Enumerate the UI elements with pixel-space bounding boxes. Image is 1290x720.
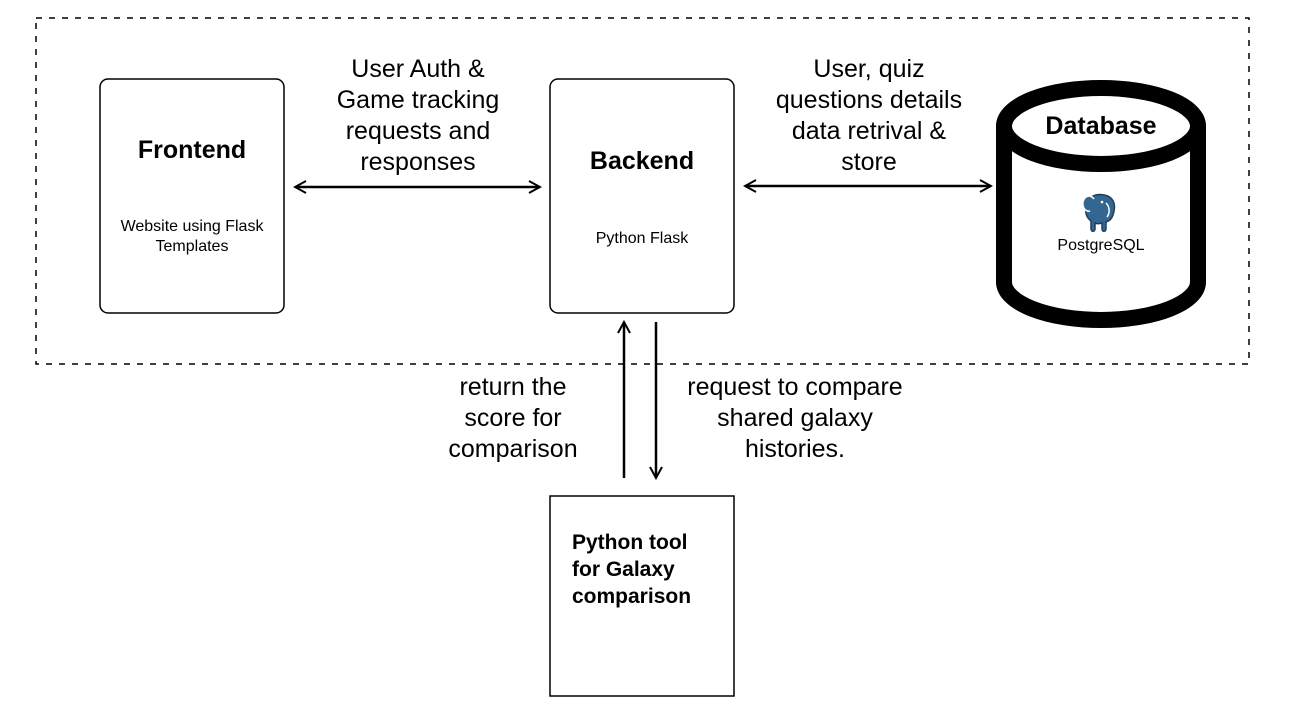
- database-title: Database: [1045, 112, 1157, 140]
- frontend-node: [99, 78, 285, 314]
- tool-to-backend-label: return the score for comparison: [448, 373, 578, 463]
- python-tool-node: [549, 495, 735, 697]
- backend-title: Backend: [589, 147, 695, 175]
- database-node: [996, 80, 1206, 328]
- frontend-subtitle: Website using Flask Templates: [120, 218, 264, 255]
- backend-database-label: User, quiz questions details data retriv…: [775, 55, 963, 176]
- database-cylinder-top: [996, 80, 1206, 172]
- python-tool-title: Python tool for Galaxy comparison: [572, 531, 692, 608]
- backend-subtitle: Python Flask: [595, 230, 689, 247]
- backend-to-tool-label: request to compare shared galaxy histori…: [687, 373, 903, 463]
- database-subtitle: PostgreSQL: [1057, 237, 1145, 254]
- postgresql-elephant-icon: [1082, 193, 1116, 232]
- backend-node: [549, 78, 735, 314]
- frontend-backend-label: User Auth & Game tracking requests and r…: [336, 55, 500, 176]
- frontend-title: Frontend: [137, 136, 247, 164]
